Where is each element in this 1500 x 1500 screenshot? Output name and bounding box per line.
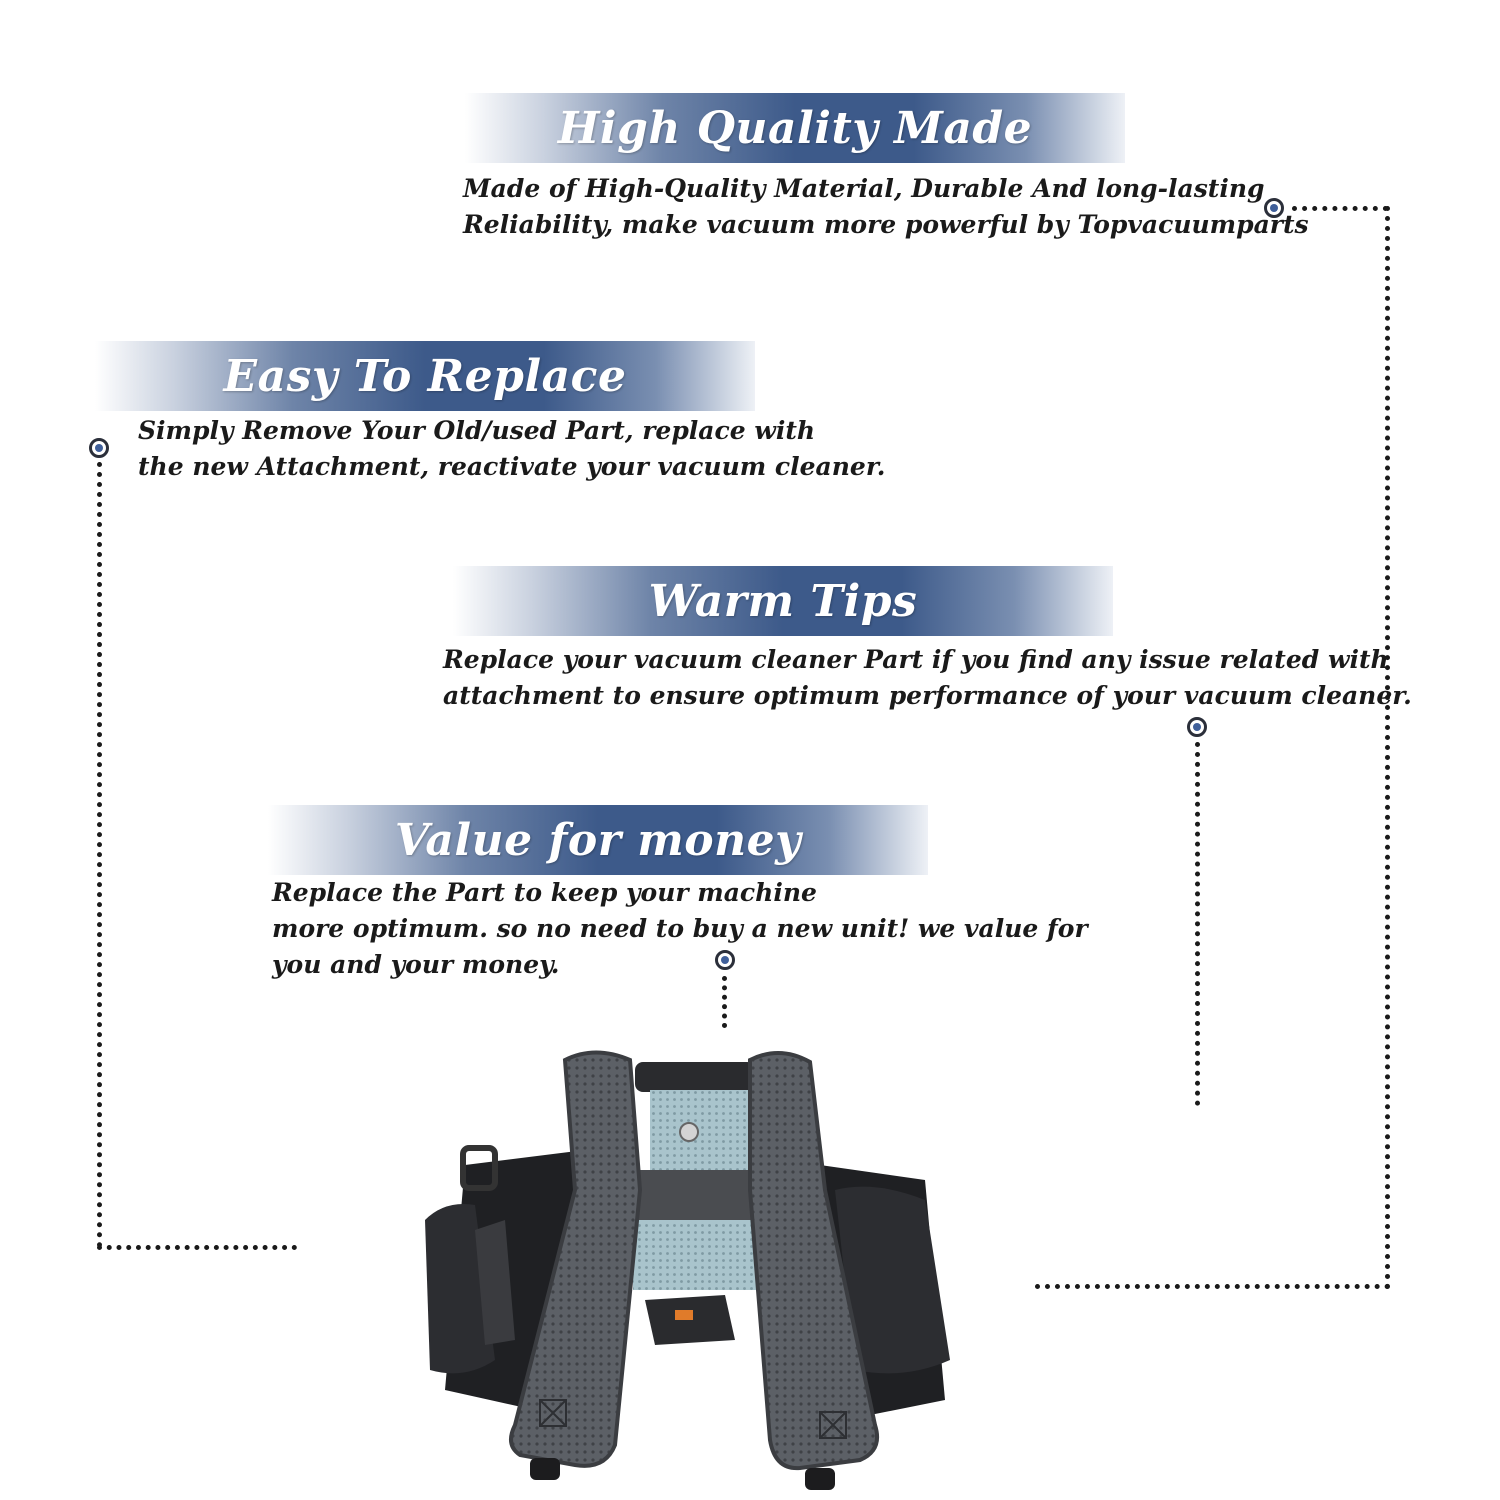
description-line: Reliability, make vacuum more powerful b… — [463, 210, 1309, 239]
dotted-connector — [1195, 742, 1205, 1106]
section-title: Warm Tips — [648, 575, 918, 627]
description-line: more optimum. so no need to buy a new un… — [272, 914, 1088, 943]
banner-easy-replace: Easy To Replace — [95, 341, 755, 411]
banner-value-money: Value for money — [268, 805, 928, 875]
vacuum-harness-image — [425, 1050, 950, 1490]
description-line: Replace your vacuum cleaner Part if you … — [443, 645, 1389, 674]
section-description: Simply Remove Your Old/used Part, replac… — [138, 413, 885, 485]
description-line: Replace the Part to keep your machine — [272, 878, 817, 907]
description-line: you and your money. — [272, 950, 560, 979]
dotted-connector — [97, 1245, 297, 1255]
bullet-marker-icon — [89, 438, 109, 458]
banner-high-quality: High Quality Made — [465, 93, 1125, 163]
description-line: attachment to ensure optimum performance… — [443, 681, 1412, 710]
description-line: the new Attachment, reactivate your vacu… — [138, 452, 886, 481]
bullet-marker-icon — [1264, 198, 1284, 218]
section-title: Easy To Replace — [223, 350, 627, 402]
bullet-marker-icon — [1187, 717, 1207, 737]
description-line: Simply Remove Your Old/used Part, replac… — [138, 416, 816, 445]
dotted-connector — [97, 462, 107, 1248]
banner-warm-tips: Warm Tips — [453, 566, 1113, 636]
section-title: Value for money — [394, 814, 802, 866]
dotted-connector — [1035, 1284, 1390, 1294]
bullet-marker-icon — [715, 950, 735, 970]
section-title: High Quality Made — [557, 102, 1033, 154]
dotted-connector — [1292, 206, 1388, 216]
section-description: Replace your vacuum cleaner Part if you … — [443, 642, 1412, 714]
section-description: Replace the Part to keep your machine mo… — [272, 875, 1088, 983]
section-description: Made of High-Quality Material, Durable A… — [463, 171, 1309, 243]
dotted-connector — [1385, 206, 1395, 1290]
dotted-connector — [722, 976, 732, 1028]
description-line: Made of High-Quality Material, Durable A… — [463, 174, 1265, 203]
